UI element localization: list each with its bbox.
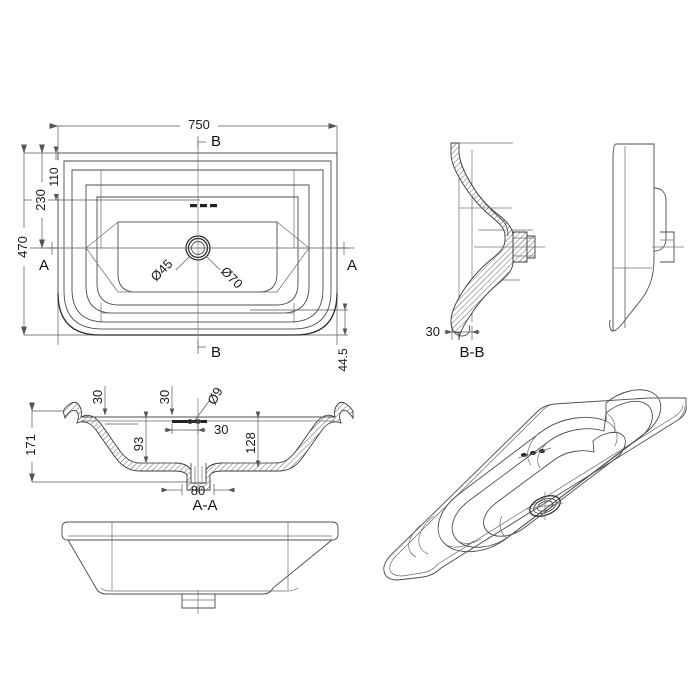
section-aa-overflow-shelf xyxy=(172,420,207,423)
dim-aa-overall-height-text: 171 xyxy=(23,434,38,456)
iso-drain-group xyxy=(526,492,564,520)
section-aa-label: A-A xyxy=(192,497,217,514)
dim-aa-overall-height: 171 xyxy=(22,402,190,483)
section-bb-bowl-interior xyxy=(458,143,509,237)
dim-aa-offset-right: 30 xyxy=(164,422,228,437)
dim-aa-drain-boss-width: 80 xyxy=(161,483,235,498)
iso-corner-line-2 xyxy=(418,515,435,555)
dim-aa-bowl-depth-right-text: 128 xyxy=(243,432,258,454)
top-view-outer-outline xyxy=(57,152,338,336)
section-aa-drain-boss xyxy=(190,463,207,483)
top-view-bowl-inner-wall xyxy=(96,196,299,306)
dim-bowl-rear-depth-text: 230 xyxy=(33,189,48,211)
drain-leader-70 xyxy=(205,255,221,271)
iso-corner-line-1 xyxy=(408,524,422,558)
iso-drain-inner xyxy=(536,500,554,512)
dim-bowl-rear-depth: 230 xyxy=(32,144,48,249)
front-view-outline xyxy=(61,521,339,595)
section-bb-label: B-B xyxy=(459,344,484,361)
front-view-drain-boss xyxy=(181,590,216,614)
dim-overall-width: 750 xyxy=(49,116,338,132)
dim-aa-rim-mid-text: 30 xyxy=(157,390,172,404)
section-aa-overflow-hole xyxy=(187,418,193,425)
dim-bb-wall-thickness: 30 xyxy=(426,324,480,340)
dim-aa-bowl-depth-left-text: 93 xyxy=(131,437,146,451)
section-mark-b-bottom: B xyxy=(197,341,221,361)
iso-interior-breaklines xyxy=(444,412,618,548)
dim-overall-depth: 470 xyxy=(14,144,30,336)
dim-aa-offset-right-text: 30 xyxy=(214,422,228,437)
side-view-outline xyxy=(612,143,655,332)
dim-overall-width-text: 750 xyxy=(188,117,210,132)
iso-overflow-slot-group xyxy=(517,447,552,459)
top-view-rim-contour-mid xyxy=(71,169,324,323)
dim-front-lip-text: 44.5 xyxy=(336,348,350,372)
section-label-a-left: A xyxy=(39,257,49,274)
side-view-rear-tab xyxy=(653,187,667,252)
side-view-bottom-curl xyxy=(609,319,614,332)
side-view-group xyxy=(609,143,684,332)
section-bb-group: 30 B-B xyxy=(426,142,545,361)
section-bb-waste-boss xyxy=(512,231,536,263)
section-aa-group: 30 30 Ø9 171 93 xyxy=(22,385,354,514)
top-view-group: Ø45 Ø70 750 470 230 xyxy=(14,116,357,372)
dim-aa-bowl-depth-left: 93 xyxy=(131,411,149,464)
section-label-a-right: A xyxy=(347,257,357,274)
iso-front-rim-break xyxy=(401,404,684,577)
section-mark-a-right: A xyxy=(337,242,357,274)
iso-top-rim-break xyxy=(389,403,555,577)
section-label-b-top: B xyxy=(211,133,221,150)
section-mark-b-top: B xyxy=(197,133,221,150)
overflow-slot-center xyxy=(200,204,207,208)
section-aa-body xyxy=(62,401,354,491)
dim-rear-offset: 110 xyxy=(46,146,62,201)
dim-aa-rim-mid: 30 xyxy=(157,386,175,416)
iso-drain-centerline-h xyxy=(526,502,564,510)
drain-inner-diameter-label: Ø45 xyxy=(148,256,176,284)
dim-rear-offset-text: 110 xyxy=(47,167,61,186)
iso-drain-outer xyxy=(529,495,561,517)
top-view-front-lip-edge xyxy=(57,292,338,336)
iso-outer-silhouette xyxy=(383,397,687,581)
iso-bowl-rim-inner xyxy=(451,401,653,548)
dim-aa-rim-left-text: 30 xyxy=(90,390,105,404)
overflow-slot-group xyxy=(190,204,217,208)
dim-aa-rim-left: 30 xyxy=(90,386,138,425)
top-view-surface-breaklines xyxy=(85,221,310,293)
iso-rear-edge xyxy=(677,406,686,421)
dim-overall-depth-text: 470 xyxy=(15,236,30,258)
dim-aa-overflow-hole: Ø9 xyxy=(194,385,226,421)
drain-leader-45 xyxy=(175,255,191,271)
overflow-slot-right xyxy=(210,204,217,208)
top-view-extension-lines xyxy=(24,126,348,345)
drain-outer-diameter-label: Ø70 xyxy=(218,264,246,292)
dim-bb-wall-thickness-text: 30 xyxy=(426,324,440,339)
top-view-rim-contour-outer xyxy=(63,160,332,330)
iso-bowl-rim-outer xyxy=(437,389,662,553)
overflow-slot-left xyxy=(190,204,197,208)
dim-aa-bowl-depth-right: 128 xyxy=(243,411,261,468)
section-mark-a-left: A xyxy=(39,242,58,274)
iso-drain-mid xyxy=(533,498,557,514)
iso-view-group xyxy=(383,389,687,581)
front-view-bottom-inner xyxy=(100,587,299,592)
section-label-b-bottom: B xyxy=(211,344,221,361)
front-view-group xyxy=(61,521,339,614)
top-view-bowl-top-edge xyxy=(85,184,310,314)
iso-bowl-base xyxy=(483,431,626,537)
dim-aa-drain-boss-width-text: 80 xyxy=(191,483,205,498)
section-bb-wall-body xyxy=(450,142,514,341)
dim-front-lip: 44.5 xyxy=(336,303,350,372)
dim-aa-overflow-hole-text: Ø9 xyxy=(204,385,225,407)
